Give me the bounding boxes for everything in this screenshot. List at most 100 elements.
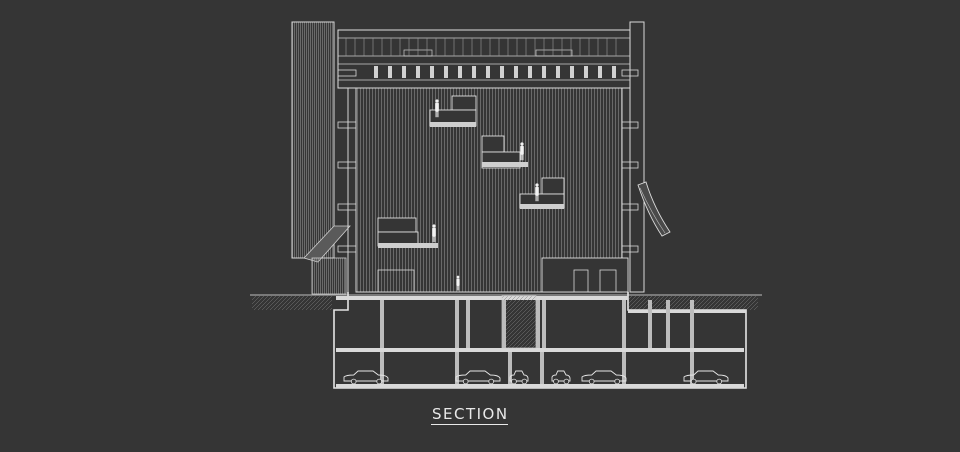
figure-leg [434, 236, 436, 243]
roof-mullion [430, 66, 434, 78]
roof-mullion [486, 66, 490, 78]
parked-cars [343, 370, 729, 385]
car-wheel [588, 378, 595, 385]
title-underline [431, 424, 508, 425]
basement-column [648, 300, 652, 348]
slab-bracket-right [621, 245, 639, 253]
figure-leg [537, 195, 539, 202]
parked-car [581, 370, 627, 385]
roof-mullions [345, 38, 617, 78]
left-tower-facade [291, 21, 351, 295]
parked-car [343, 370, 389, 385]
basement-column [536, 300, 540, 348]
parked-car [455, 370, 501, 385]
figure-body [456, 278, 460, 286]
basement-column [622, 300, 626, 348]
basement-column [690, 352, 694, 384]
slab-bracket-left [337, 69, 357, 77]
basement-column [622, 352, 626, 384]
roof-mullion [584, 66, 588, 78]
car-wheel [521, 378, 528, 385]
car-body [551, 370, 571, 382]
parked-car [509, 370, 529, 385]
basement-column [455, 352, 459, 384]
figure-leg [456, 285, 458, 291]
human-figures [432, 99, 539, 291]
roof-mullion [472, 66, 476, 78]
basement-column [508, 352, 512, 384]
roof-mullion [416, 66, 420, 78]
slab-bracket-left [337, 121, 357, 129]
slab-bracket-left [337, 245, 357, 253]
roof-mullion [402, 66, 406, 78]
figure-head [432, 224, 436, 228]
parked-car [551, 370, 571, 385]
slab-bracket-right [621, 69, 639, 77]
figure-body [435, 102, 439, 112]
basement-column [380, 352, 384, 384]
figure-body [432, 227, 436, 237]
basement-column [690, 300, 694, 348]
car-wheel [690, 378, 697, 385]
roof-mullion [612, 66, 616, 78]
car-body [455, 370, 501, 382]
roof-mullion [570, 66, 574, 78]
right-tower-column [629, 21, 671, 293]
figure-head [535, 183, 539, 187]
ground-line [250, 294, 762, 310]
human-figure [456, 275, 460, 291]
figure-body [520, 145, 524, 155]
floating-platforms [377, 95, 629, 293]
car-body [509, 370, 529, 382]
parked-car [683, 370, 729, 385]
basement-column [540, 352, 544, 384]
slab-bracket-right [621, 161, 639, 169]
figure-head [456, 275, 460, 279]
slab-bracket-right [621, 203, 639, 211]
basement-column [666, 300, 670, 348]
figure-leg [458, 285, 460, 291]
figure-leg [520, 154, 522, 161]
figure-leg [432, 236, 434, 243]
roof-mullion [514, 66, 518, 78]
roof-mullion [500, 66, 504, 78]
roof-mullion [444, 66, 448, 78]
basement-column [455, 300, 459, 348]
human-figure [520, 142, 524, 161]
car-body [683, 370, 729, 382]
car-body [581, 370, 627, 382]
car-wheel [614, 378, 620, 385]
car-wheel [553, 378, 559, 385]
car-wheel [376, 378, 383, 385]
basement-columns [380, 300, 694, 384]
car-wheel [462, 378, 469, 385]
figure-leg [522, 154, 524, 161]
car-wheel [488, 378, 495, 385]
figure-head [435, 99, 439, 103]
roof-truss-structure [337, 29, 631, 89]
human-figure [435, 99, 439, 118]
figure-body [535, 186, 539, 196]
floor-slab-brackets [337, 69, 639, 253]
figure-leg [535, 195, 537, 202]
slab-bracket-left [337, 203, 357, 211]
drawing-title: SECTION [432, 405, 509, 423]
human-figure [432, 224, 436, 243]
slab-bracket-left [337, 161, 357, 169]
car-wheel [563, 378, 570, 385]
car-wheel [716, 378, 722, 385]
roof-mullion [458, 66, 462, 78]
car-body [343, 370, 389, 382]
roof-mullion [528, 66, 532, 78]
figure-leg [437, 111, 439, 118]
figure-head [520, 142, 524, 146]
roof-mullion [556, 66, 560, 78]
car-wheel [511, 378, 517, 385]
roof-mullion [374, 66, 378, 78]
car-wheel [350, 378, 357, 385]
basement-column [502, 300, 506, 348]
slab-bracket-right [621, 121, 639, 129]
roof-mullion [598, 66, 602, 78]
